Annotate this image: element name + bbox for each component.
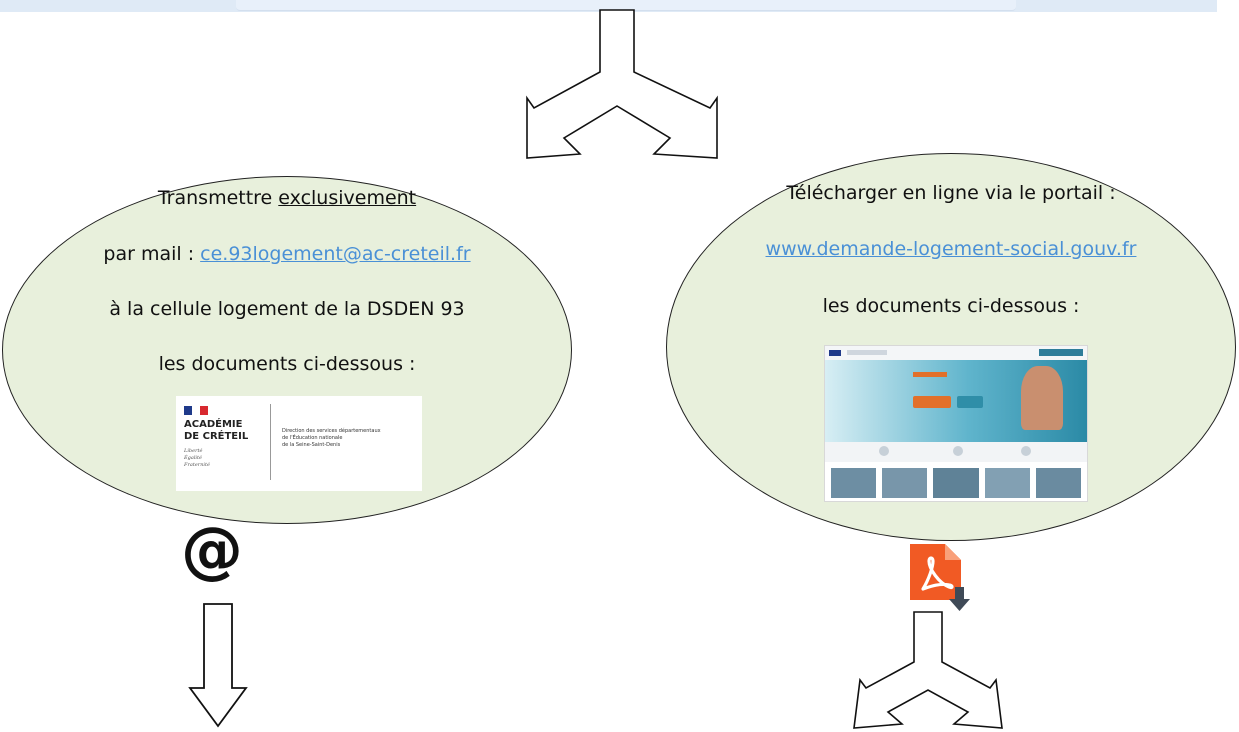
- academie-creteil-logo: ACADÉMIE DE CRÉTEIL Liberté Égalité Frat…: [176, 396, 422, 491]
- emphasis-text: exclusivement: [278, 187, 417, 209]
- pdf-download-icon: [910, 544, 970, 611]
- site-feature-row: [825, 442, 1087, 462]
- logo-desc-2: de l'Éducation nationale: [282, 435, 343, 441]
- site-header: [825, 346, 1087, 360]
- instruction-line-3: à la cellule logement de la DSDEN 93: [109, 298, 465, 320]
- fork-arrow-icon: [853, 611, 1003, 729]
- fork-arrow-icon: [526, 9, 718, 159]
- logo-motto-3: Fraternité: [184, 462, 210, 468]
- at-sign-icon: @: [181, 513, 243, 586]
- portal-line-3: les documents ci-dessous :: [822, 295, 1080, 317]
- instruction-text: Transmettre: [157, 187, 279, 209]
- instruction-line-4: les documents ci-dessous :: [158, 353, 416, 375]
- logo-desc-1: Direction des services départementaux: [282, 428, 381, 434]
- portal-link[interactable]: www.demande-logement-social.gouv.fr: [765, 238, 1137, 260]
- logo-name-line-1: ACADÉMIE: [184, 419, 243, 430]
- down-arrow-icon: [188, 603, 248, 728]
- site-cards-row: [825, 468, 1087, 498]
- instruction-line-1: Transmettre exclusivement: [3, 187, 571, 209]
- logo-name-line-2: DE CRÉTEIL: [184, 431, 249, 442]
- site-hero: [825, 360, 1087, 442]
- portal-line-1: Télécharger en ligne via le portail :: [786, 182, 1116, 204]
- logo-divider: [270, 404, 271, 480]
- logo-desc-3: de la Seine-Saint-Denis: [282, 442, 341, 448]
- portal-line-2: www.demande-logement-social.gouv.fr: [667, 238, 1235, 260]
- logo-motto-1: Liberté: [184, 448, 203, 454]
- flag-mark: [184, 406, 208, 415]
- email-link[interactable]: ce.93logement@ac-creteil.fr: [200, 243, 471, 265]
- instruction-line-2: par mail : ce.93logement@ac-creteil.fr: [3, 243, 571, 265]
- logo-motto-2: Égalité: [184, 455, 202, 461]
- mail-label: par mail :: [103, 243, 201, 265]
- portal-website-screenshot: [824, 345, 1088, 502]
